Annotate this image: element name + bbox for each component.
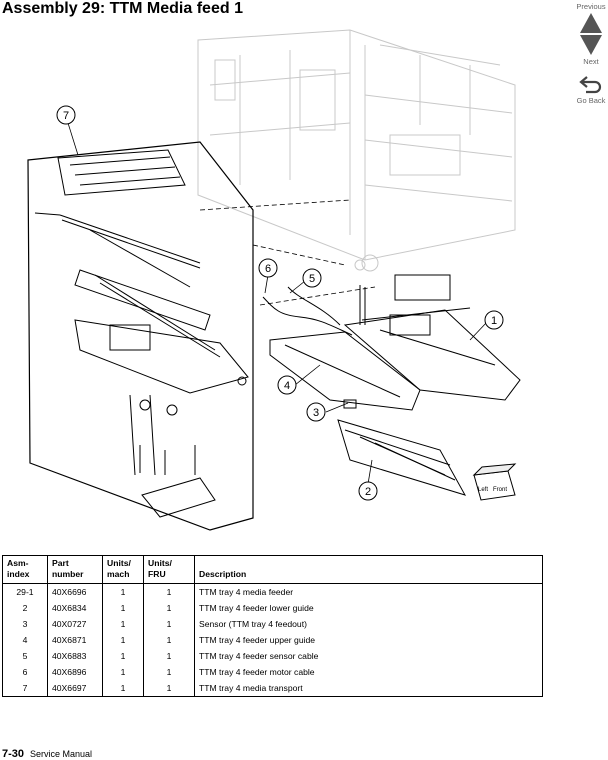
asm-index-cell: 5 — [2, 648, 48, 664]
description-cell: TTM tray 4 media transport — [194, 680, 543, 697]
column-header-part-number: Part number — [47, 555, 103, 584]
asm-index-cell: 4 — [2, 632, 48, 648]
next-label[interactable]: Next — [583, 57, 599, 66]
units-mach-cell: 1 — [102, 616, 144, 632]
manual-name: Service Manual — [30, 749, 93, 759]
callout-1: 1 — [484, 310, 504, 330]
table-header-row: Asm- index Part number Units/ mach Units… — [2, 555, 543, 584]
part-number-cell: 40X6896 — [47, 664, 103, 680]
units-fru-cell: 1 — [143, 648, 195, 664]
units-fru-cell: 1 — [143, 680, 195, 697]
part-number-cell: 40X0727 — [47, 616, 103, 632]
callout-6: 6 — [258, 258, 278, 278]
page-footer: 7-30 Service Manual — [2, 748, 92, 760]
column-header-units-mach: Units/ mach — [102, 555, 144, 584]
units-fru-cell: 1 — [143, 583, 195, 600]
units-mach-cell: 1 — [102, 664, 144, 680]
orientation-box: Left Front — [472, 463, 517, 501]
printer-frame-drawing — [197, 29, 516, 272]
description-cell: TTM tray 4 media feeder — [194, 583, 543, 600]
orientation-left-label: Left — [478, 487, 488, 493]
units-mach-cell: 1 — [102, 648, 144, 664]
callout-5: 5 — [302, 268, 322, 288]
page-number: 7-30 — [2, 748, 25, 760]
asm-index-cell: 7 — [2, 680, 48, 697]
asm-index-cell: 6 — [2, 664, 48, 680]
svg-text:4: 4 — [284, 380, 290, 392]
units-fru-cell: 1 — [143, 616, 195, 632]
units-mach-cell: 1 — [102, 600, 144, 616]
description-cell: TTM tray 4 feeder lower guide — [194, 600, 543, 616]
column-header-asm-index: Asm- index — [2, 555, 48, 584]
svg-text:7: 7 — [63, 110, 69, 122]
asm-index-cell: 2 — [2, 600, 48, 616]
asm-index-cell: 3 — [2, 616, 48, 632]
description-cell: Sensor (TTM tray 4 feedout) — [194, 616, 543, 632]
part-number-cell: 40X6696 — [47, 583, 103, 600]
previous-next-arrows — [580, 13, 602, 55]
description-cell: TTM tray 4 feeder upper guide — [194, 632, 543, 648]
callout-4: 4 — [277, 375, 297, 395]
part-number-cell: 40X6883 — [47, 648, 103, 664]
page-title: Assembly 29: TTM Media feed 1 — [2, 0, 243, 17]
units-fru-cell: 1 — [143, 664, 195, 680]
svg-text:6: 6 — [265, 263, 271, 275]
units-mach-cell: 1 — [102, 680, 144, 697]
asm-index-cell: 29-1 — [2, 583, 48, 600]
orientation-front-label: Front — [493, 487, 507, 493]
media-transport-box — [27, 141, 254, 531]
units-fru-cell: 1 — [143, 632, 195, 648]
callout-7: 7 — [56, 105, 76, 125]
go-back-label[interactable]: Go Back — [576, 96, 606, 105]
column-header-units-fru: Units/ FRU — [143, 555, 195, 584]
go-back-icon[interactable] — [578, 72, 604, 96]
parts-table: Asm- index Part number Units/ mach Units… — [2, 555, 543, 697]
column-header-description: Description — [194, 555, 543, 584]
units-fru-cell: 1 — [143, 600, 195, 616]
next-arrow-icon[interactable] — [580, 35, 602, 55]
exploded-parts-diagram: Left Front 7 6 5 1 4 3 2 — [27, 29, 521, 531]
description-cell: TTM tray 4 feeder motor cable — [194, 664, 543, 680]
part-number-cell: 40X6871 — [47, 632, 103, 648]
units-mach-cell: 1 — [102, 583, 144, 600]
svg-text:5: 5 — [309, 273, 315, 285]
previous-arrow-icon[interactable] — [580, 13, 602, 33]
navigation-panel: Previous Next Go Back — [572, 2, 608, 105]
previous-label[interactable]: Previous — [576, 2, 606, 11]
svg-text:3: 3 — [313, 407, 319, 419]
svg-text:2: 2 — [365, 486, 371, 498]
part-number-cell: 40X6834 — [47, 600, 103, 616]
callout-leaders — [67, 122, 488, 485]
part-number-cell: 40X6697 — [47, 680, 103, 697]
media-feeder-assembly — [262, 274, 521, 496]
callout-3: 3 — [306, 402, 326, 422]
description-cell: TTM tray 4 feeder sensor cable — [194, 648, 543, 664]
units-mach-cell: 1 — [102, 632, 144, 648]
svg-text:1: 1 — [491, 315, 497, 327]
callout-2: 2 — [358, 481, 378, 501]
leader-lines — [199, 199, 376, 306]
